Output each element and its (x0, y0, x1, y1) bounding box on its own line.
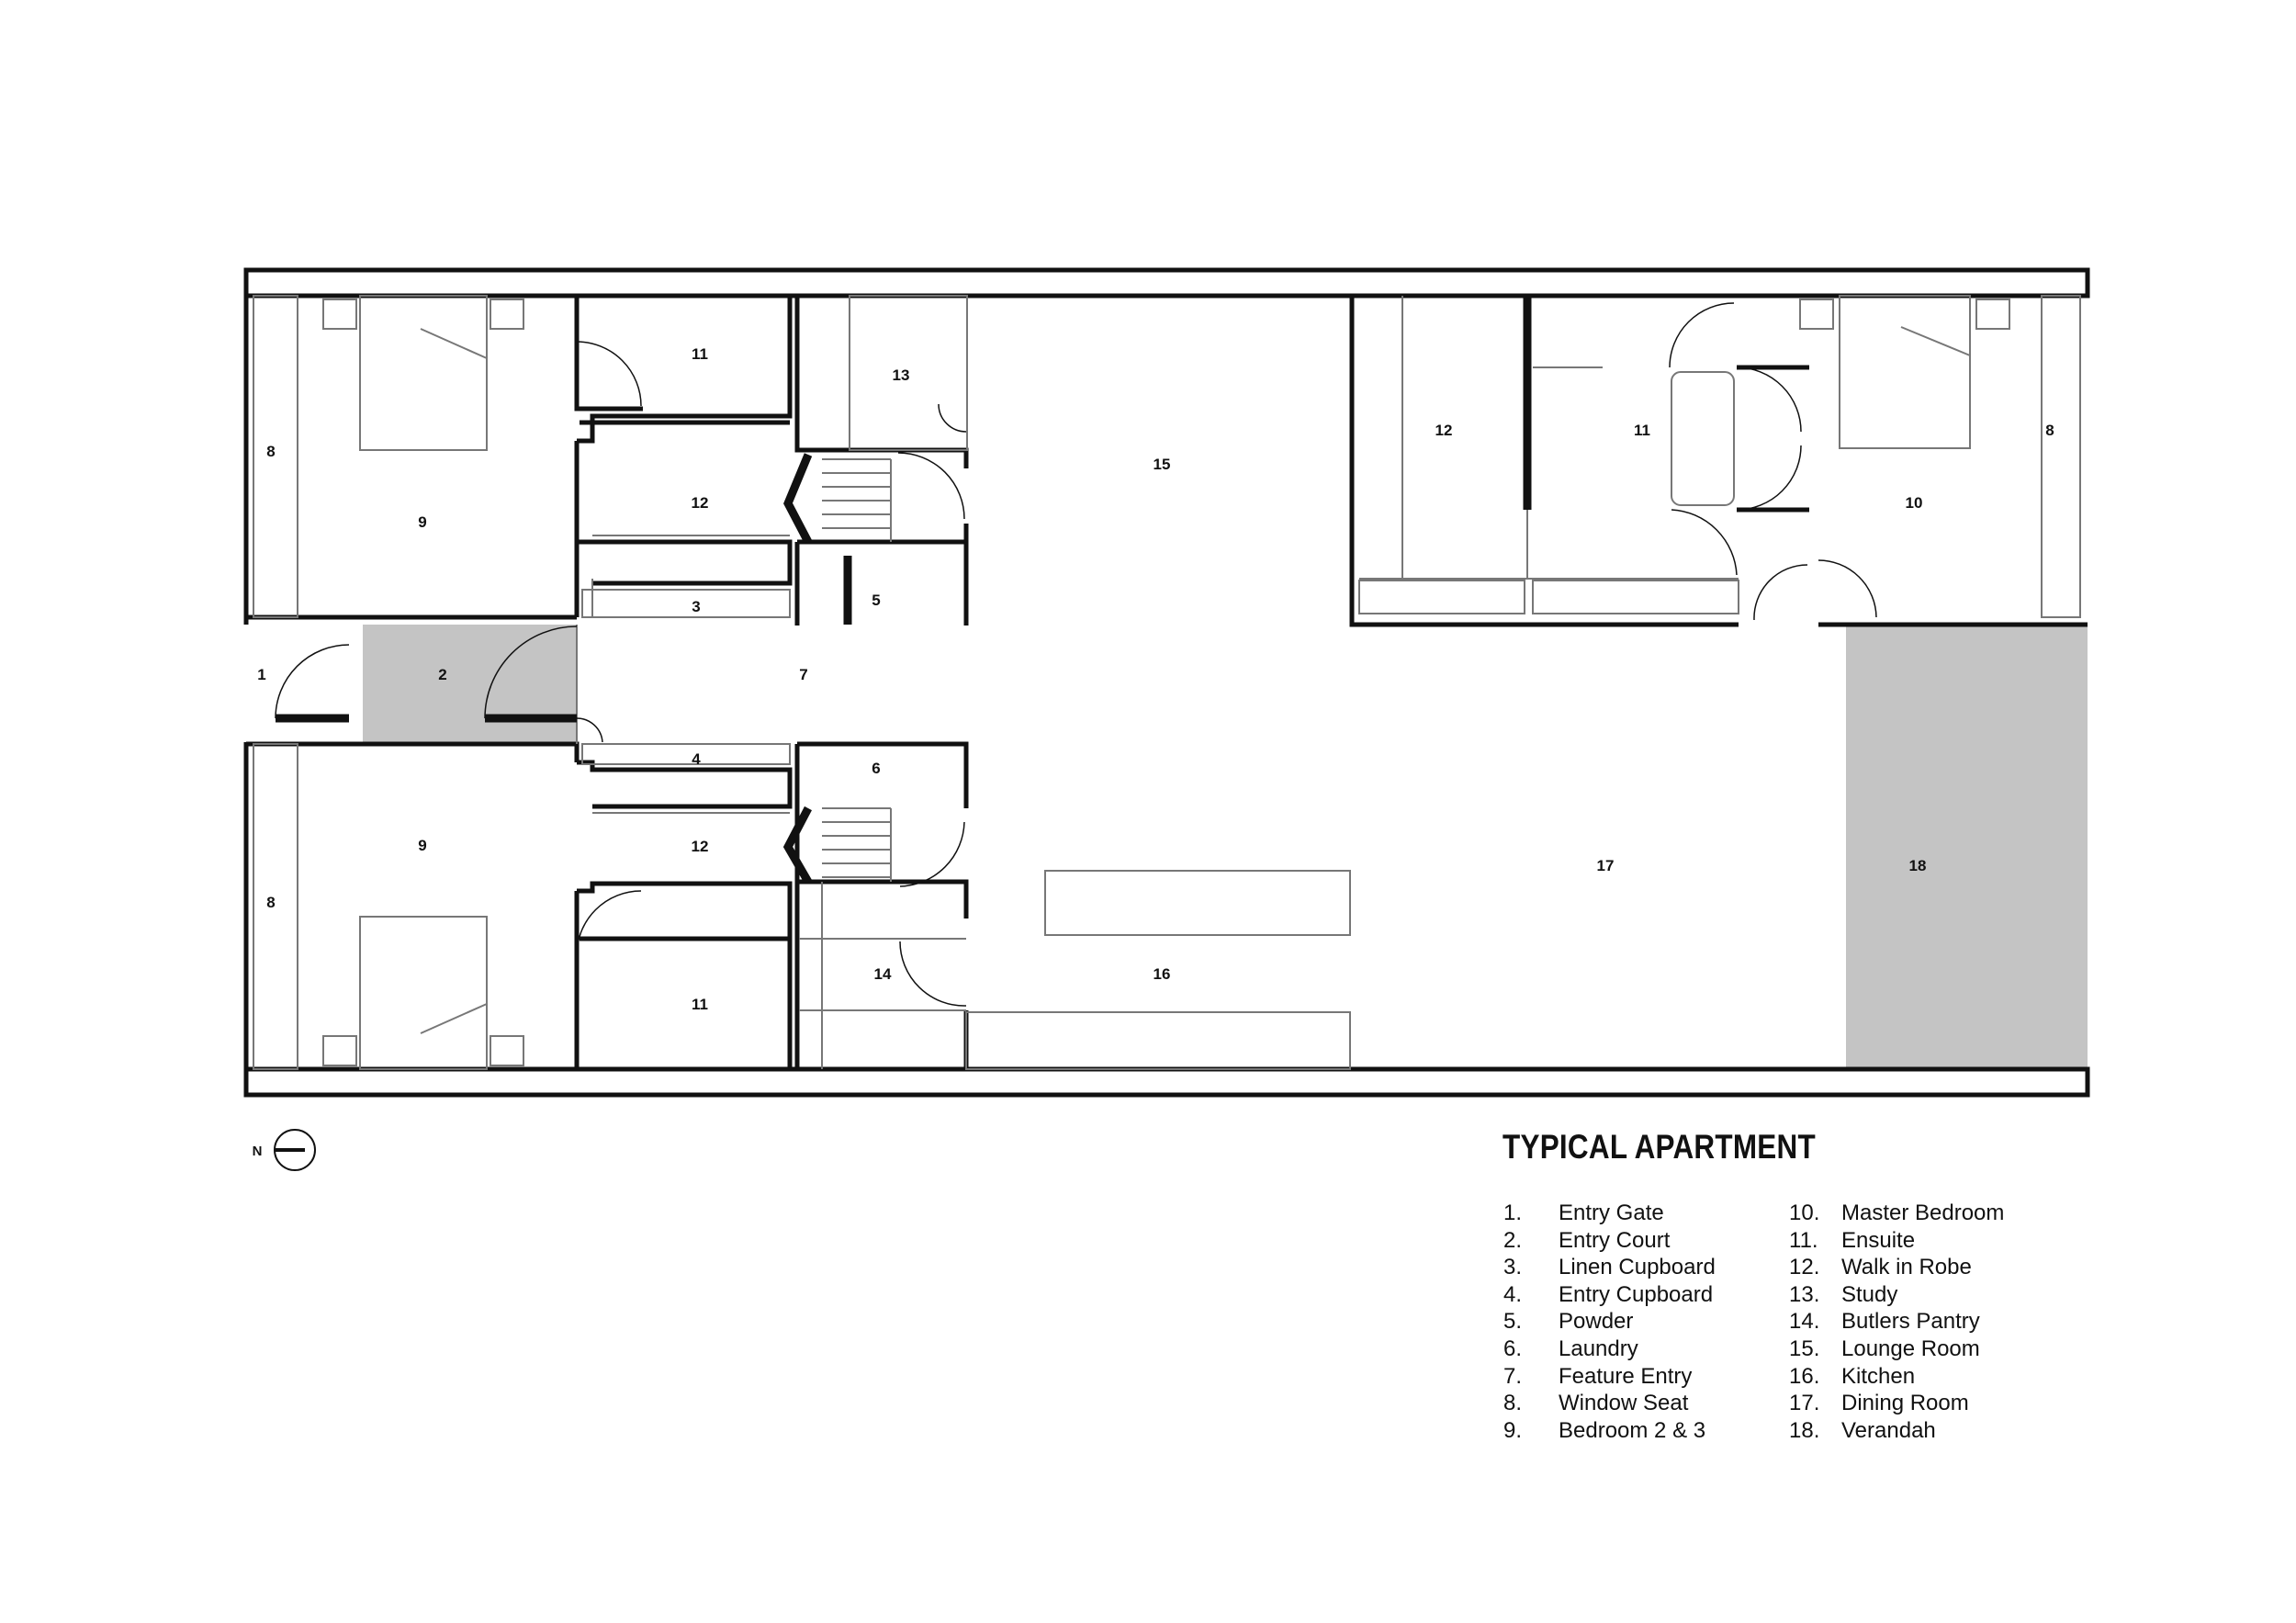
legend-number: 9. (1503, 1417, 1523, 1443)
room-label-11-ne: 11 (1634, 422, 1650, 439)
legend-item: 5. Powder (1503, 1308, 1716, 1336)
room-label-12-ne: 12 (1435, 422, 1453, 439)
partition-panels (276, 296, 1532, 885)
legend-label: Butlers Pantry (1841, 1309, 1980, 1335)
room-label-4: 4 (692, 750, 701, 768)
legend-label: Entry Gate (1559, 1200, 1664, 1225)
room-label-13: 13 (893, 366, 910, 384)
room-label-1: 1 (257, 666, 265, 683)
room-label-11-sw: 11 (692, 996, 708, 1013)
room-label-8-nw: 8 (266, 443, 275, 460)
walls (243, 296, 2088, 1069)
legend-number: 8. (1503, 1391, 1523, 1416)
legend-number: 10. (1789, 1200, 1820, 1225)
legend-label: Linen Cupboard (1559, 1255, 1716, 1280)
room-label-12-nw: 12 (692, 494, 709, 512)
room-label-12-sw: 12 (692, 838, 709, 855)
legend-label: Entry Cupboard (1559, 1281, 1714, 1307)
legend-item: 13. Study (1789, 1281, 2004, 1309)
legend-number: 11. (1789, 1227, 1818, 1253)
legend-label: Verandah (1841, 1417, 1936, 1443)
legend-item: 17. Dining Room (1789, 1390, 2004, 1417)
legend-label: Lounge Room (1841, 1336, 1980, 1361)
legend-number: 2. (1503, 1227, 1523, 1253)
compass-north-label: N (253, 1144, 263, 1159)
legend-item: 7. Feature Entry (1503, 1363, 1716, 1391)
room-label-2: 2 (438, 666, 446, 683)
legend-label: Window Seat (1559, 1391, 1689, 1416)
room-label-9-n: 9 (418, 513, 426, 531)
room-label-18: 18 (1909, 857, 1927, 874)
top-slab (243, 267, 2090, 299)
room-label-17: 17 (1597, 857, 1615, 874)
legend-number: 18. (1789, 1417, 1820, 1443)
legend-column-1: 1. Entry Gate 2. Entry Court 3. Linen Cupbo… (1503, 1200, 1716, 1444)
legend-label: Bedroom 2 & 3 (1559, 1417, 1706, 1443)
room-label-9-s: 9 (418, 837, 426, 854)
legend-number: 6. (1503, 1336, 1523, 1361)
fixtures (253, 295, 2081, 1070)
room-numbers: 1 2 3 4 5 6 7 8 8 8 9 9 10 11 11 11 12 1… (257, 345, 2054, 1013)
legend-label: Laundry (1559, 1336, 1638, 1361)
legend-label: Entry Court (1559, 1227, 1671, 1253)
legend-item: 9. Bedroom 2 & 3 (1503, 1417, 1716, 1445)
door-swings (275, 302, 1877, 1007)
room-label-15: 15 (1154, 456, 1171, 473)
legend-label: Feature Entry (1559, 1363, 1693, 1389)
legend-item: 16. Kitchen (1789, 1363, 2004, 1391)
legend-number: 4. (1503, 1281, 1523, 1307)
room-label-11-nw: 11 (692, 345, 708, 363)
room-label-16: 16 (1154, 965, 1171, 983)
legend-number: 12. (1789, 1255, 1820, 1280)
legend-item: 15. Lounge Room (1789, 1336, 2004, 1363)
bottom-slab (243, 1066, 2090, 1098)
entry-court-fill (363, 625, 577, 743)
plan-title: TYPICAL APARTMENT (1503, 1128, 1816, 1166)
legend-label: Ensuite (1841, 1227, 1916, 1253)
legend-item: 3. Linen Cupboard (1503, 1254, 1716, 1281)
legend-number: 1. (1503, 1200, 1523, 1225)
legend-item: 6. Laundry (1503, 1336, 1716, 1363)
legend-item: 10. Master Bedroom (1789, 1200, 2004, 1227)
legend-number: 15. (1789, 1336, 1820, 1361)
legend-item: 2. Entry Court (1503, 1227, 1716, 1255)
verandah-fill (1846, 625, 2088, 1069)
legend-number: 3. (1503, 1255, 1523, 1280)
legend-number: 5. (1503, 1309, 1523, 1335)
legend-number: 13. (1789, 1281, 1820, 1307)
north-compass: N (253, 1129, 316, 1171)
legend-number: 16. (1789, 1363, 1820, 1389)
room-label-14: 14 (874, 965, 892, 983)
room-label-10: 10 (1906, 494, 1923, 512)
room-label-5: 5 (872, 592, 880, 609)
legend-number: 7. (1503, 1363, 1523, 1389)
legend-item: 8. Window Seat (1503, 1390, 1716, 1417)
legend-item: 4. Entry Cupboard (1503, 1281, 1716, 1309)
legend-number: 14. (1789, 1309, 1820, 1335)
legend-label: Study (1841, 1281, 1898, 1307)
legend-label: Kitchen (1841, 1363, 1916, 1389)
room-label-3: 3 (692, 598, 700, 615)
room-label-6: 6 (872, 760, 880, 777)
room-label-7: 7 (799, 666, 807, 683)
legend-label: Dining Room (1841, 1391, 1969, 1416)
legend-item: 1. Entry Gate (1503, 1200, 1716, 1227)
room-label-8-sw: 8 (266, 894, 275, 911)
legend-label: Master Bedroom (1841, 1200, 2005, 1225)
legend-label: Powder (1559, 1309, 1634, 1335)
legend-item: 18. Verandah (1789, 1417, 2004, 1445)
legend-number: 17. (1789, 1391, 1820, 1416)
legend-item: 11. Ensuite (1789, 1227, 2004, 1255)
legend-label: Walk in Robe (1841, 1255, 1972, 1280)
room-label-8-ne: 8 (2045, 422, 2054, 439)
legend-item: 14. Butlers Pantry (1789, 1308, 2004, 1336)
legend-column-2: 10. Master Bedroom 11. Ensuite 12. Walk in … (1789, 1200, 2004, 1444)
legend-item: 12. Walk in Robe (1789, 1254, 2004, 1281)
